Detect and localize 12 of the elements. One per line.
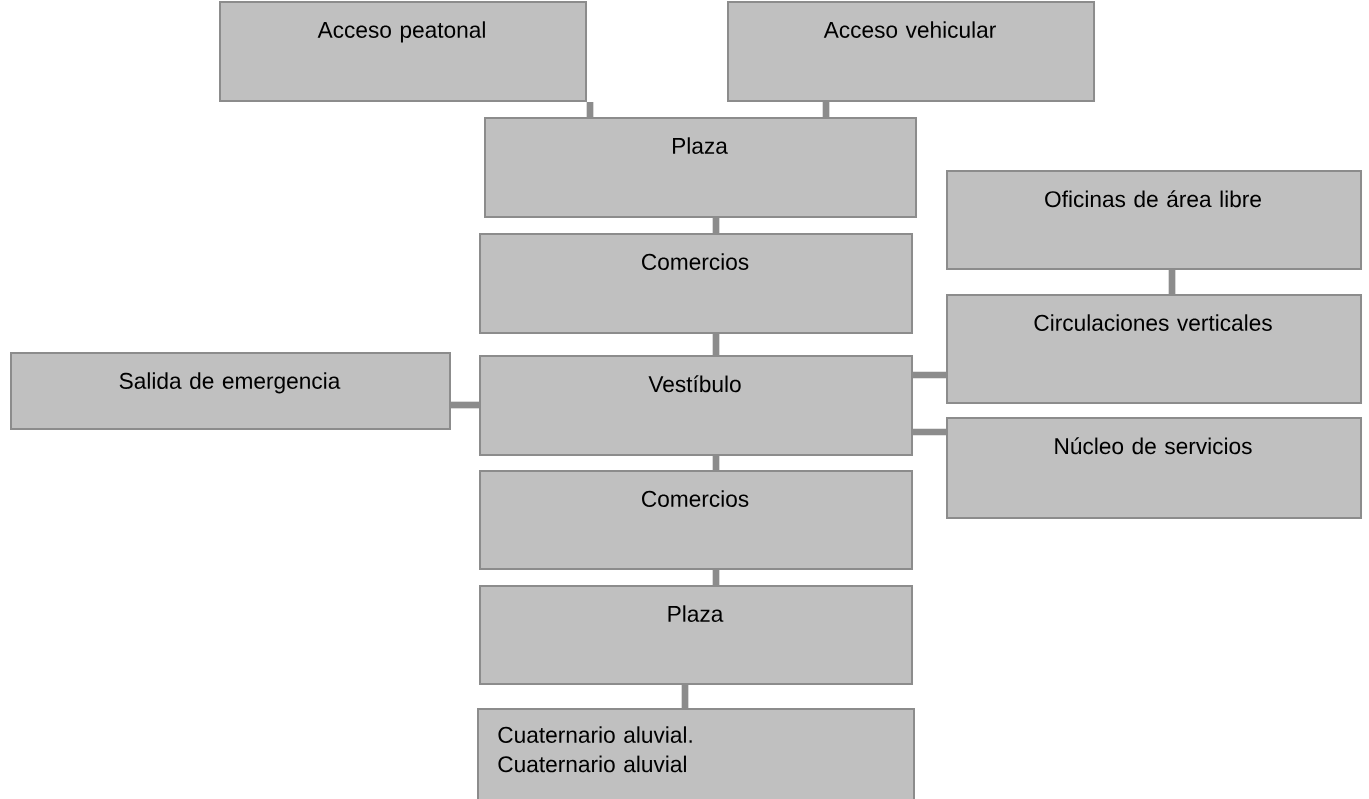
process-box: Plaza (479, 585, 913, 685)
process-box: Comercios (479, 233, 913, 334)
process-box: Acceso vehicular (727, 1, 1095, 102)
process-box: Salida de emergencia (10, 352, 451, 430)
process-box: Oficinas de área libre (946, 170, 1362, 270)
process-box: Cuaternario aluvial. Cuaternario aluvial (477, 708, 915, 799)
process-box: Comercios (479, 470, 913, 570)
process-box: Acceso peatonal (219, 1, 587, 102)
process-box: Núcleo de servicios (946, 417, 1362, 519)
process-box: Circulaciones verticales (946, 294, 1362, 404)
process-box: Vestíbulo (479, 355, 913, 456)
process-box: Plaza (484, 117, 917, 218)
